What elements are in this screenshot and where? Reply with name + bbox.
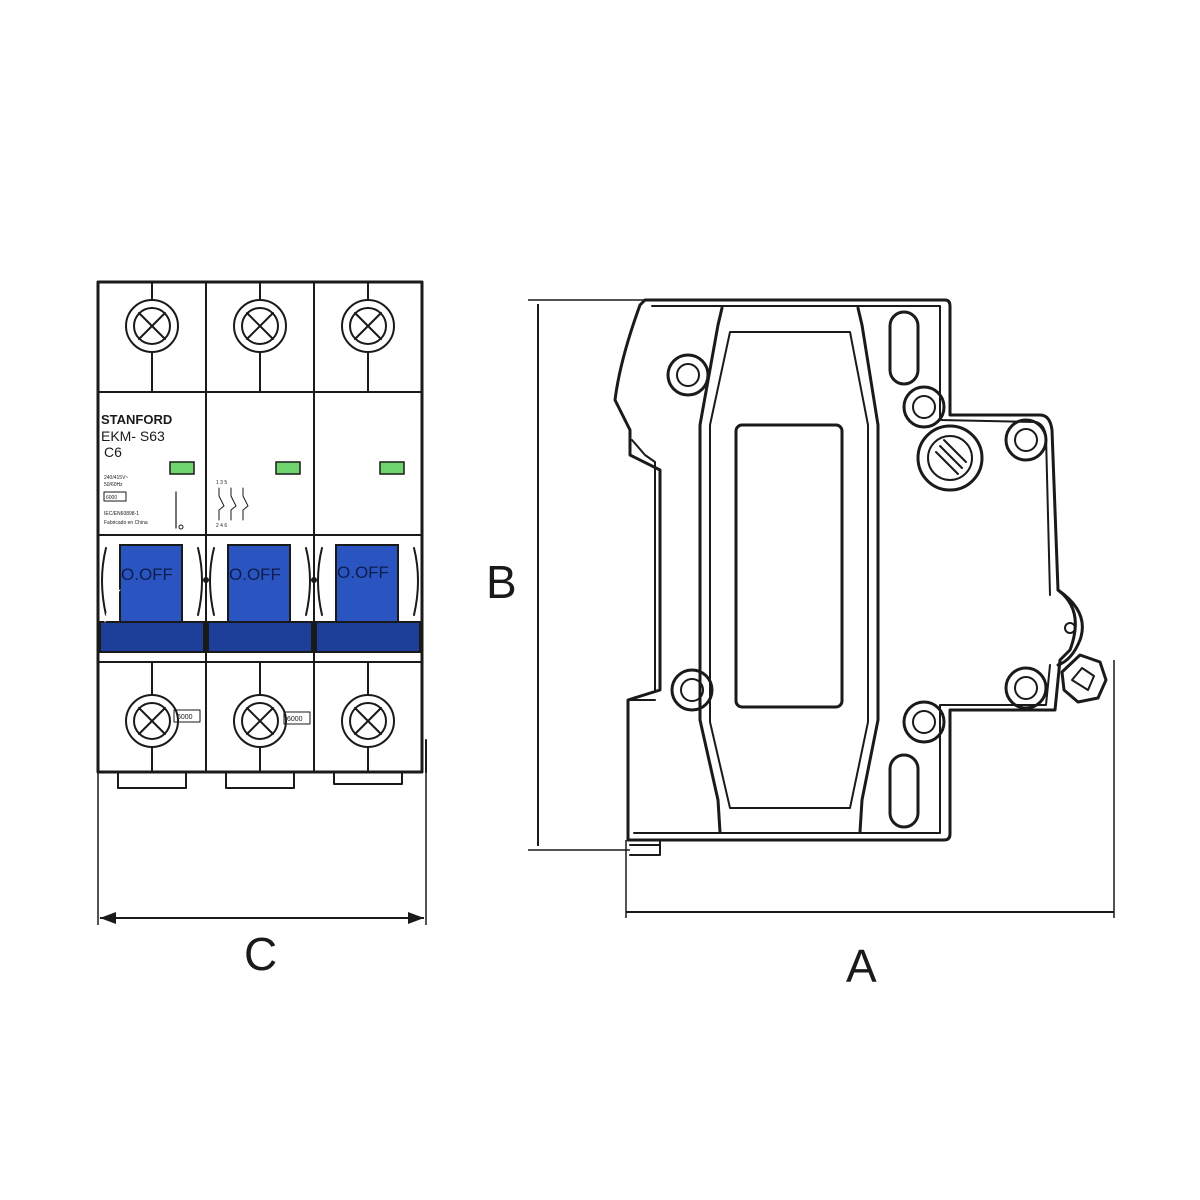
rivet-icon [902,385,946,429]
toggle-lever-3[interactable] [335,544,399,623]
screw-icon [341,694,395,748]
din-clip-2 [225,771,295,789]
dimension-a: A [625,660,1115,992]
side-view: B A [486,298,1115,992]
screw-icon [125,299,179,353]
rivet-icon [666,353,710,397]
adjustment-knob-icon [916,424,984,492]
top-terminal-screws [125,281,395,393]
top-slot [888,310,920,386]
dimension-b-label: B [486,556,517,608]
bottom-slot [888,753,920,829]
rivet-icon [902,700,946,744]
center-window [734,423,844,709]
rivet-icon [1004,418,1048,462]
screw-icon [125,694,179,748]
terminal-numbers-bottom: 2 4 6 [216,523,227,529]
screw-icon [341,299,395,353]
bottom-mark-box-1 [173,709,201,723]
toggle-label-3: O.OFF [337,563,389,582]
rivet-icon [1004,666,1048,710]
status-indicator-1 [169,461,195,475]
dimension-c: C [97,772,427,980]
side-body-outline [613,298,1077,842]
bottom-mark-1: 6000 [177,714,193,721]
dimension-b: B [486,299,645,851]
front-view: STANFORD EKM- S63 C6 240/415V~ 50/60Hz 6… [96,280,427,980]
bottom-mark-box-2 [283,711,311,725]
spec-frequency: 50/60Hz [104,482,123,488]
toggle-label-1: O.OFF [121,565,173,584]
spec-box [103,491,127,502]
standard-label: IEC/EN60898-1 [104,511,139,517]
spec-voltage: 240/415V~ [104,475,128,481]
rating-label: C6 [104,444,122,460]
spec-box-text: 6000 [106,495,117,501]
rivet-holes [666,353,1048,744]
din-clip-1 [117,771,187,789]
brand-label: STANFORD [101,412,172,427]
bottom-terminal-screws [125,661,395,773]
status-indicator-3 [379,461,405,475]
terminal-numbers-top: 1 3 5 [216,480,227,486]
screw-icon [233,694,287,748]
arrow-right-icon [408,912,424,924]
toggle-label-2: O.OFF [229,565,281,584]
pivot-icon [1064,622,1076,634]
toggle-levers: O.OFF O.OFF O.OFF [99,544,421,653]
model-label: EKM- S63 [101,428,165,444]
status-indicator-2 [275,461,301,475]
arrow-left-icon [100,912,116,924]
dimension-c-label: C [244,928,277,980]
din-clip-3 [333,771,403,785]
center-frame [698,306,880,834]
origin-label: Fabricado en China [104,520,148,526]
bottom-mark-2: 6000 [287,716,303,723]
side-toggle-lever [1060,653,1108,704]
rivet-icon [670,668,714,712]
screw-icon [233,299,287,353]
toggle-housing [1056,588,1084,667]
pole-schematic [218,487,249,521]
dimension-a-label: A [846,940,877,992]
